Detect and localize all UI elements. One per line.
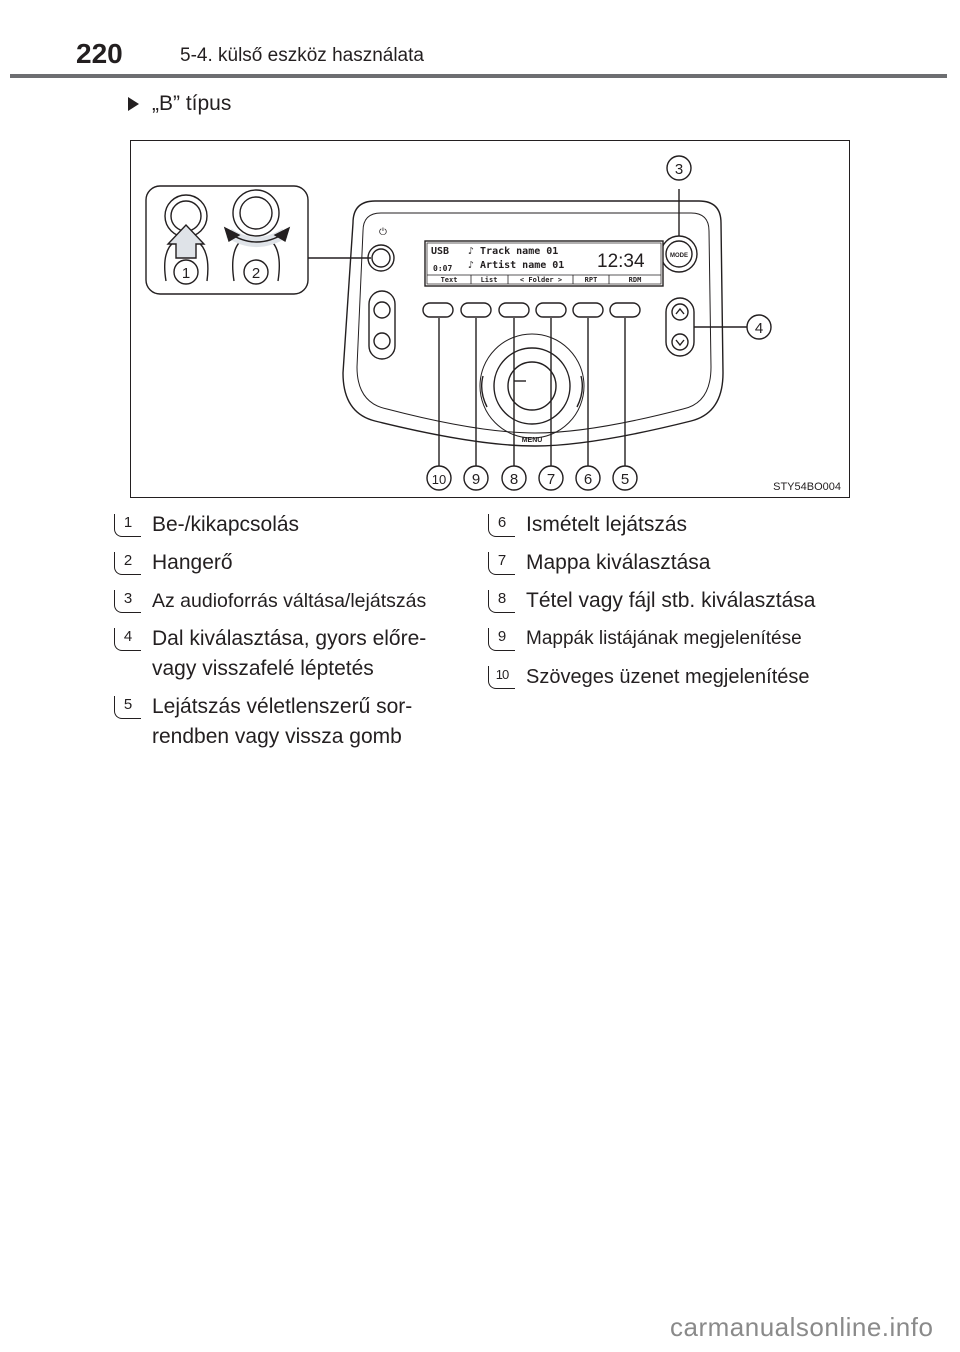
callout-10: 10 <box>432 472 446 487</box>
menu-knob-ring <box>479 333 585 439</box>
audio-unit-illustration: 1 2 3 4 5 6 7 8 9 10 USB ♪ Track name 01… <box>145 155 772 491</box>
display-source: USB <box>431 246 449 257</box>
legend-text: Hangerő <box>152 551 233 574</box>
section-heading-text: „B” típus <box>152 92 232 115</box>
legend-number: 7 <box>488 552 515 575</box>
legend-number: 10 <box>488 666 515 689</box>
watermark: carmanualsonline.info <box>670 1312 934 1342</box>
legend-text: Mappák listájának megjelenítése <box>526 628 802 649</box>
display-clock: 12:34 <box>597 251 645 272</box>
callout-5: 5 <box>621 471 629 488</box>
legend-text: Szöveges üzenet megjelenítése <box>526 666 810 688</box>
legend-number: 4 <box>114 628 141 651</box>
display-screen <box>424 240 664 287</box>
legend-item: 4 Dal kiválasztása, gyors előre- vagy vis… <box>114 624 474 684</box>
callout-7: 7 <box>547 471 555 488</box>
legend-text: Lejátszás véletlenszerű sor- rendben vag… <box>152 695 413 748</box>
audio-unit-figure: 1 2 3 4 5 6 7 8 9 10 USB ♪ Track name 01… <box>130 140 850 498</box>
seek-rocker <box>665 297 695 357</box>
legend-item: 3 Az audioforrás váltása/lejátszás <box>114 586 474 616</box>
section-heading: „B” típus <box>128 92 231 116</box>
page-header: 220 5-4. külső eszköz használata <box>0 0 960 80</box>
page-number: 220 <box>76 38 123 69</box>
figure-code: STY54BO004 <box>773 481 841 493</box>
legend-number: 9 <box>488 628 515 651</box>
display-artist: ♪ Artist name 01 <box>468 259 564 271</box>
legend-number: 8 <box>488 590 515 613</box>
display-counter: 0:07 <box>433 264 452 273</box>
inset-knob-box <box>145 185 309 295</box>
legend-number: 2 <box>114 552 141 575</box>
legend-item: 6 Ismételt lejátszás <box>488 510 848 540</box>
legend-item: 10 Szöveges üzenet megjelenítése <box>488 662 848 692</box>
push-arrow-icon <box>166 223 206 259</box>
callout-1: 1 <box>182 265 190 282</box>
legend-text: Ismételt lejátszás <box>526 513 688 536</box>
legend-text: Be-/kikapcsolás <box>152 513 300 536</box>
legend-item: 9 Mappák listájának megjelenítése <box>488 624 848 654</box>
legend-number: 5 <box>114 696 141 719</box>
header-divider <box>10 74 947 78</box>
phone-button-group <box>368 290 396 360</box>
legend-item: 7 Mappa kiválasztása <box>488 548 848 578</box>
power-button <box>367 244 395 272</box>
legend-text: Az audioforrás váltása/lejátszás <box>152 590 427 612</box>
volume-knob-inset <box>232 189 280 237</box>
callout-9: 9 <box>472 471 480 488</box>
legend-text: Tétel vagy fájl stb. kiválasztása <box>526 589 816 612</box>
legend-text: Dal kiválasztása, gyors előre- vagy viss… <box>152 627 427 680</box>
menu-knob <box>493 347 571 425</box>
triangle-bullet-icon <box>128 97 139 111</box>
callout-6: 6 <box>584 471 592 488</box>
legend-number: 6 <box>488 514 515 537</box>
legend-number: 1 <box>114 514 141 537</box>
legend-item: 2 Hangerő <box>114 548 474 578</box>
soft-label-list: List <box>481 276 498 284</box>
legend-item: 1 Be-/kikapcsolás <box>114 510 474 540</box>
legend-number: 3 <box>114 590 141 613</box>
chapter-title: 5-4. külső eszköz használata <box>180 45 424 66</box>
display-track: ♪ Track name 01 <box>468 246 558 257</box>
soft-label-rdm: RDM <box>629 276 642 284</box>
power-symbol-icon: ⏻ <box>379 227 387 238</box>
callout-4: 4 <box>755 320 763 337</box>
legend-left: 1 Be-/kikapcsolás 2 Hangerő 3 Az audioforrá… <box>114 510 474 760</box>
soft-label-rpt: RPT <box>585 276 598 284</box>
mode-label: MODE <box>670 253 688 259</box>
legend-item: 5 Lejátszás véletlenszerű sor- rendben va… <box>114 692 474 752</box>
legend-text: Mappa kiválasztása <box>526 551 711 574</box>
soft-label-folder: < Folder > <box>520 276 562 284</box>
callout-3: 3 <box>675 161 683 178</box>
menu-label: MENU <box>522 437 543 444</box>
soft-label-text: Text <box>441 276 458 284</box>
callout-8: 8 <box>510 471 518 488</box>
callout-2: 2 <box>252 265 260 282</box>
unit-body-outer <box>342 200 724 447</box>
legend-item: 8 Tétel vagy fájl stb. kiválasztása <box>488 586 848 616</box>
